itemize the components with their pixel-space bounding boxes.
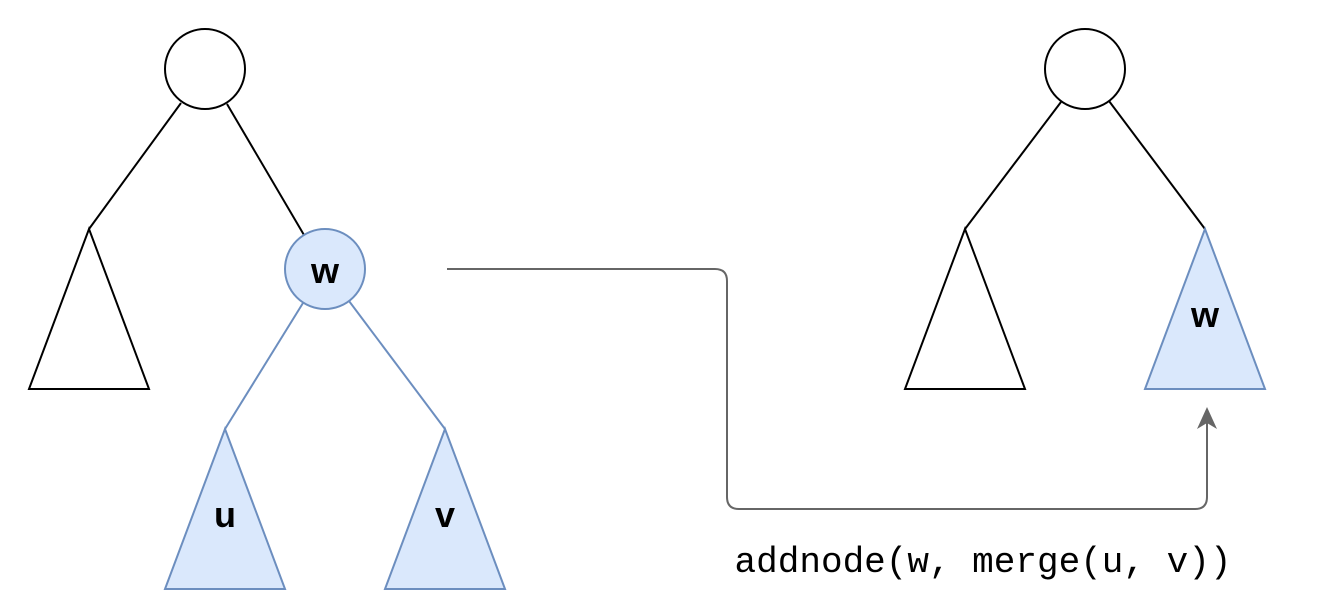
right-tree: w	[903, 28, 1267, 390]
left-tree: w u v	[27, 28, 507, 590]
node-w	[284, 228, 366, 310]
transform-arrow	[447, 268, 1217, 510]
left-root-node	[164, 28, 246, 110]
left-left-subtree-triangle	[27, 226, 151, 390]
right-root-to-left-subtree-edge	[964, 101, 1062, 230]
subtree-u-triangle	[163, 426, 287, 590]
left-root-to-w-edge	[226, 103, 305, 236]
subtree-v-triangle	[383, 426, 507, 590]
node-w-label: w	[310, 250, 340, 291]
subtree-w-triangle	[1143, 226, 1267, 390]
right-root-to-w-subtree-edge	[1108, 100, 1206, 230]
subtree-v-label: v	[435, 494, 455, 535]
w-to-u-edge	[224, 302, 304, 430]
right-left-subtree-triangle	[903, 226, 1027, 390]
transform-caption: addnode(w, merge(u, v))	[735, 542, 1232, 583]
subtree-w-label: w	[1190, 294, 1220, 335]
left-root-to-left-subtree-edge	[88, 102, 182, 230]
right-root-node	[1044, 28, 1126, 110]
w-to-v-edge	[348, 300, 446, 430]
subtree-u-label: u	[214, 494, 236, 535]
